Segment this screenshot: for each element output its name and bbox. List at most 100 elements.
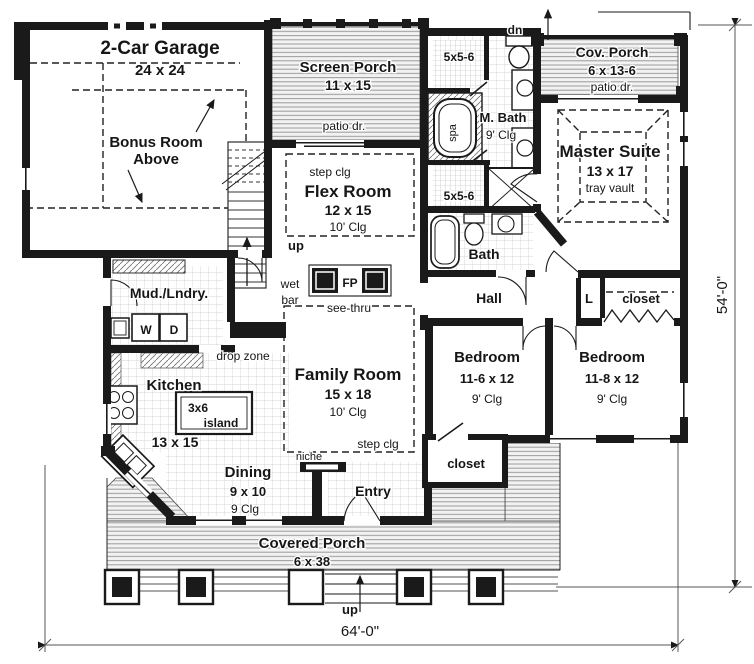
spa-label: spa (447, 123, 459, 142)
mbath-ceiling: 9' Clg (486, 128, 516, 142)
dryer-label: D (170, 323, 179, 337)
dashed-outlines (26, 62, 674, 477)
bedroom-closet-door (437, 422, 464, 442)
tray-vault-outline (557, 109, 669, 223)
hallbath-sink (491, 213, 523, 235)
stairs-up-label: up (288, 238, 304, 253)
hallbath-toilet (463, 213, 485, 246)
bedroom-right-dims: 11-8 x 12 (585, 371, 639, 386)
bifold-closet-door (603, 308, 675, 324)
family-step-clg: step clg (357, 437, 398, 451)
covered-porch-label: Covered Porch (259, 535, 366, 552)
labels: 2-Car Garage 24 x 24 Bonus Room Above Sc… (99, 22, 732, 642)
wet-bar-label2: bar (281, 293, 298, 307)
porch-up-label: up (342, 602, 358, 617)
front-entry-door (343, 491, 381, 522)
dining-ceiling: 9 Clg (231, 502, 259, 516)
cov-porch-deck (539, 38, 679, 96)
garage-door (237, 257, 263, 283)
screen-porch-dims: 11 x 15 (325, 77, 371, 93)
bedroom-left-label: Bedroom (454, 349, 520, 366)
master-suite-dims: 13 x 17 (587, 163, 634, 179)
linen-label: L (585, 291, 593, 306)
kitchen-label: Kitchen (146, 377, 201, 394)
bedroom-closet-label: closet (447, 456, 485, 471)
master-closet-label: closet (622, 291, 660, 306)
laundry-sink (110, 317, 130, 339)
drop-zone-label: drop zone (216, 349, 270, 363)
bonus-room-label: Bonus Room (109, 134, 202, 151)
flex-ceiling: 10' Clg (330, 220, 367, 234)
height-dimension-label: 54'-0" (714, 276, 731, 314)
bonus-room-label2: Above (133, 151, 179, 168)
family-room-dims: 15 x 18 (325, 386, 372, 402)
cov-porch-label: Cov. Porch (576, 44, 649, 60)
bedroom-left-ceiling: 9' Clg (472, 392, 502, 406)
family-room-ceiling: 10' Clg (330, 405, 367, 419)
cov-porch-patio-door: patio dr. (591, 80, 634, 94)
washer-label: W (140, 323, 152, 337)
dryer (159, 313, 188, 342)
master-closet-upper-dims: 5x5-6 (444, 50, 475, 64)
island-size: 3x6 (188, 401, 208, 415)
mbath-toilet (505, 35, 533, 69)
bedroom-right-door (553, 325, 577, 351)
fireplace-label: FP (342, 276, 357, 290)
fireplace-note: see-thru (327, 301, 371, 315)
bedroom-right-ceiling: 9' Clg (597, 392, 627, 406)
bedroom-left-dims: 11-6 x 12 (460, 371, 514, 386)
master-suite-door (545, 250, 579, 273)
dining-label: Dining (225, 464, 272, 481)
mud-bench (112, 259, 186, 274)
wet-bar-label: wet (280, 277, 300, 291)
doors (110, 173, 579, 522)
walls (14, 11, 691, 525)
bath-label: Bath (468, 246, 499, 262)
mbath-label: M. Bath (480, 110, 527, 125)
dining-dims: 9 x 10 (230, 484, 266, 499)
hallbath-tub (430, 215, 460, 269)
dn-label: dn (508, 23, 523, 37)
bedroom-right-label: Bedroom (579, 349, 645, 366)
screen-porch-label: Screen Porch (300, 59, 397, 76)
mud-laundry-label: Mud./Lndry. (130, 285, 208, 301)
fireplace (308, 264, 392, 297)
garage-dims: 24 x 24 (135, 62, 186, 79)
stair-break-line (221, 151, 269, 191)
flex-dims: 12 x 15 (325, 202, 372, 218)
porch-structure (103, 443, 561, 606)
cov-porch-dims: 6 x 13-6 (588, 63, 636, 78)
master-suite-ceiling: tray vault (586, 181, 635, 195)
flex-label: Flex Room (305, 182, 392, 201)
island-label: island (204, 416, 239, 430)
mudroom-entry-door (110, 279, 138, 307)
annotation-arrows (127, 8, 553, 612)
bedroom-left-door (522, 325, 546, 351)
flex-step-clg: step clg (309, 165, 350, 179)
mbath-door (510, 173, 538, 203)
master-closet-lower-dims: 5x5-6 (444, 189, 475, 203)
hall-label: Hall (476, 290, 502, 306)
bonus-arrow-lower (127, 169, 143, 204)
porch-rails (139, 576, 558, 592)
covered-porch-deck (429, 484, 506, 522)
family-room-label: Family Room (295, 365, 402, 384)
kitchen-dims: 13 x 15 (152, 434, 199, 450)
entry-label: Entry (355, 483, 391, 499)
tile-floors (111, 36, 533, 516)
kitchen-counter-top (140, 352, 204, 369)
bath-door (497, 276, 527, 306)
porch-decks (106, 25, 679, 571)
covered-porch-dims: 6 x 38 (294, 554, 330, 569)
screen-porch-patio-door: patio dr. (323, 119, 366, 133)
dimension-lines (38, 18, 752, 652)
family-step-ceiling-outline (283, 305, 415, 453)
niche-label: niche (296, 451, 322, 463)
width-dimension-label: 64'-0" (341, 623, 379, 640)
fixtures (100, 35, 539, 489)
washer (131, 313, 160, 342)
flex-step-ceiling-outline (285, 153, 415, 237)
master-suite-label: Master Suite (559, 142, 660, 161)
